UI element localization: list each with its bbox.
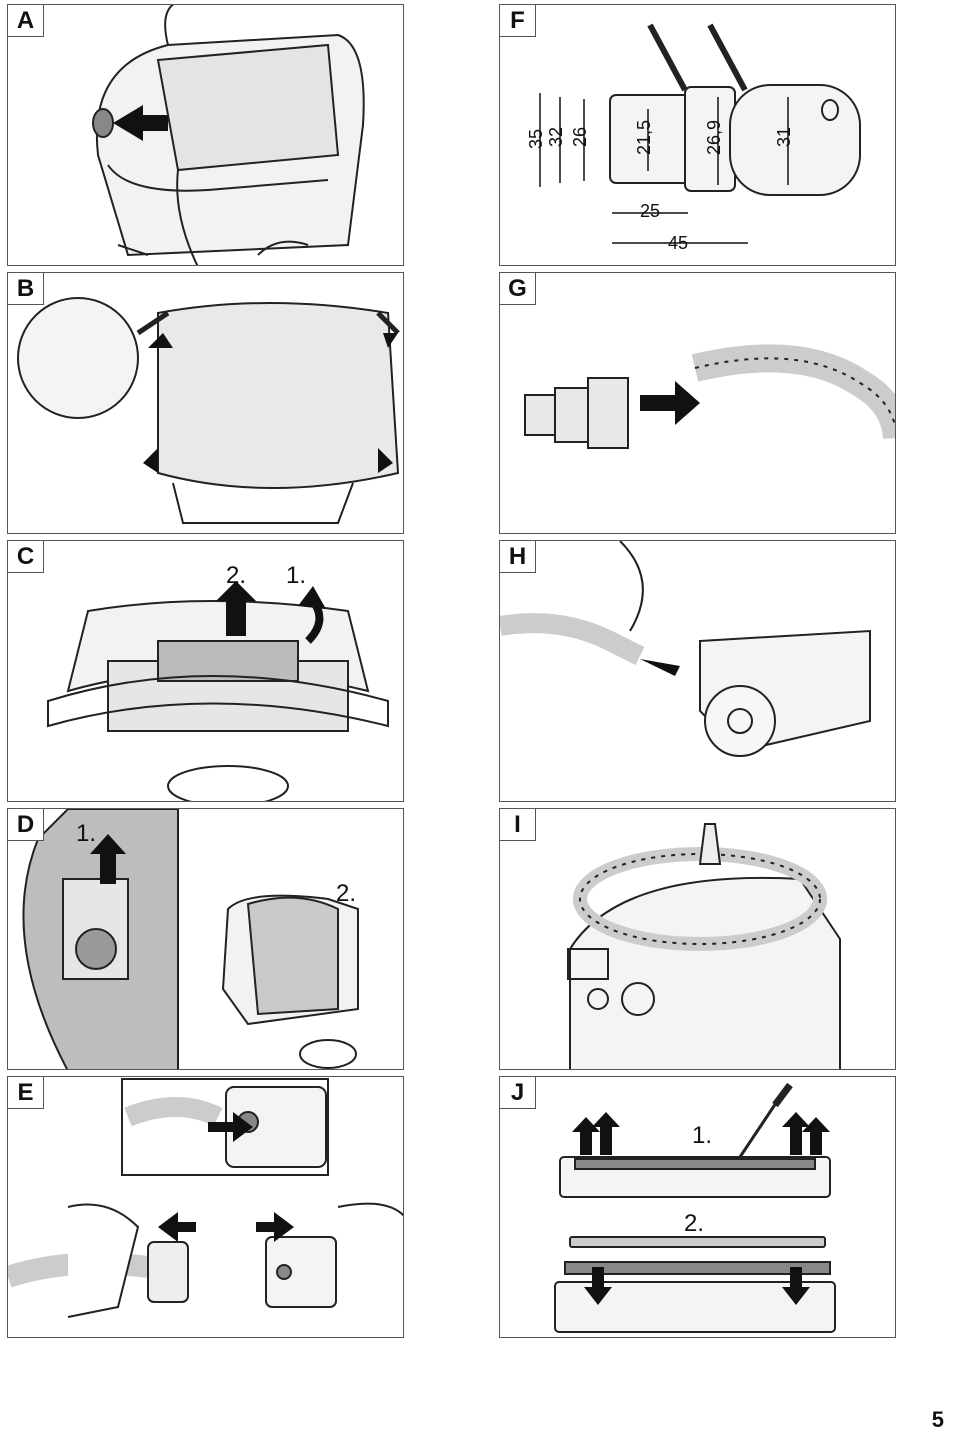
remove-filter-bag-icon [92, 5, 365, 265]
panel-f: F 35 32 26 21,5 26,9 31 25 45 [499, 4, 896, 266]
panel-b: B [7, 272, 404, 534]
panel-e: E [7, 1076, 404, 1338]
step-1-label: 1. [692, 1122, 712, 1149]
panel-b-label: B [8, 273, 44, 305]
step-2-label: 2. [336, 880, 356, 907]
attach-adapter-to-hose-icon [524, 344, 895, 449]
remove-disposal-bag-icon: 1. 2. [22, 809, 359, 1069]
panel-h: H [499, 540, 896, 802]
step-1-label: 1. [76, 820, 96, 847]
dim-31: 31 [774, 127, 794, 147]
panel-i-label: I [500, 809, 536, 841]
panel-e-label: E [8, 1077, 44, 1109]
panel-c-label: C [8, 541, 44, 573]
panel-j-label: J [500, 1077, 536, 1109]
adapter-dimensions-icon: 35 32 26 21,5 26,9 31 25 45 [526, 23, 861, 253]
panel-f-label: F [500, 5, 536, 37]
panel-g: G [499, 272, 896, 534]
panel-a: A [7, 4, 404, 266]
remove-flat-filter-icon: 2. 1. [47, 562, 389, 801]
panel-j: J 1. 2. [499, 1076, 896, 1338]
dim-35: 35 [526, 129, 546, 149]
page-number: 5 [931, 1407, 944, 1432]
dim-25: 25 [640, 201, 660, 221]
step-2-label: 2. [226, 562, 246, 589]
hose-storage-icon [567, 823, 841, 1069]
dim-45: 45 [668, 233, 688, 253]
dim-26-9: 26,9 [704, 120, 724, 155]
step-1-label: 1. [286, 562, 306, 589]
panel-d: D 1. 2. [7, 808, 404, 1070]
dim-21-5: 21,5 [634, 120, 654, 155]
dim-26: 26 [570, 127, 590, 147]
power-tool-connection-icon [500, 541, 871, 757]
fit-bag-to-container-icon [17, 297, 400, 524]
dim-32: 32 [546, 127, 566, 147]
replace-floor-strips-icon: 1. 2. [554, 1082, 836, 1333]
panel-d-label: D [8, 809, 44, 841]
panel-a-label: A [8, 5, 44, 37]
connect-hose-sleeve-icon [8, 1078, 403, 1337]
panel-g-label: G [500, 273, 536, 305]
panel-i: I [499, 808, 896, 1070]
step-2-label: 2. [684, 1210, 704, 1237]
panel-h-label: H [500, 541, 536, 573]
panel-c: C 2. 1. [7, 540, 404, 802]
